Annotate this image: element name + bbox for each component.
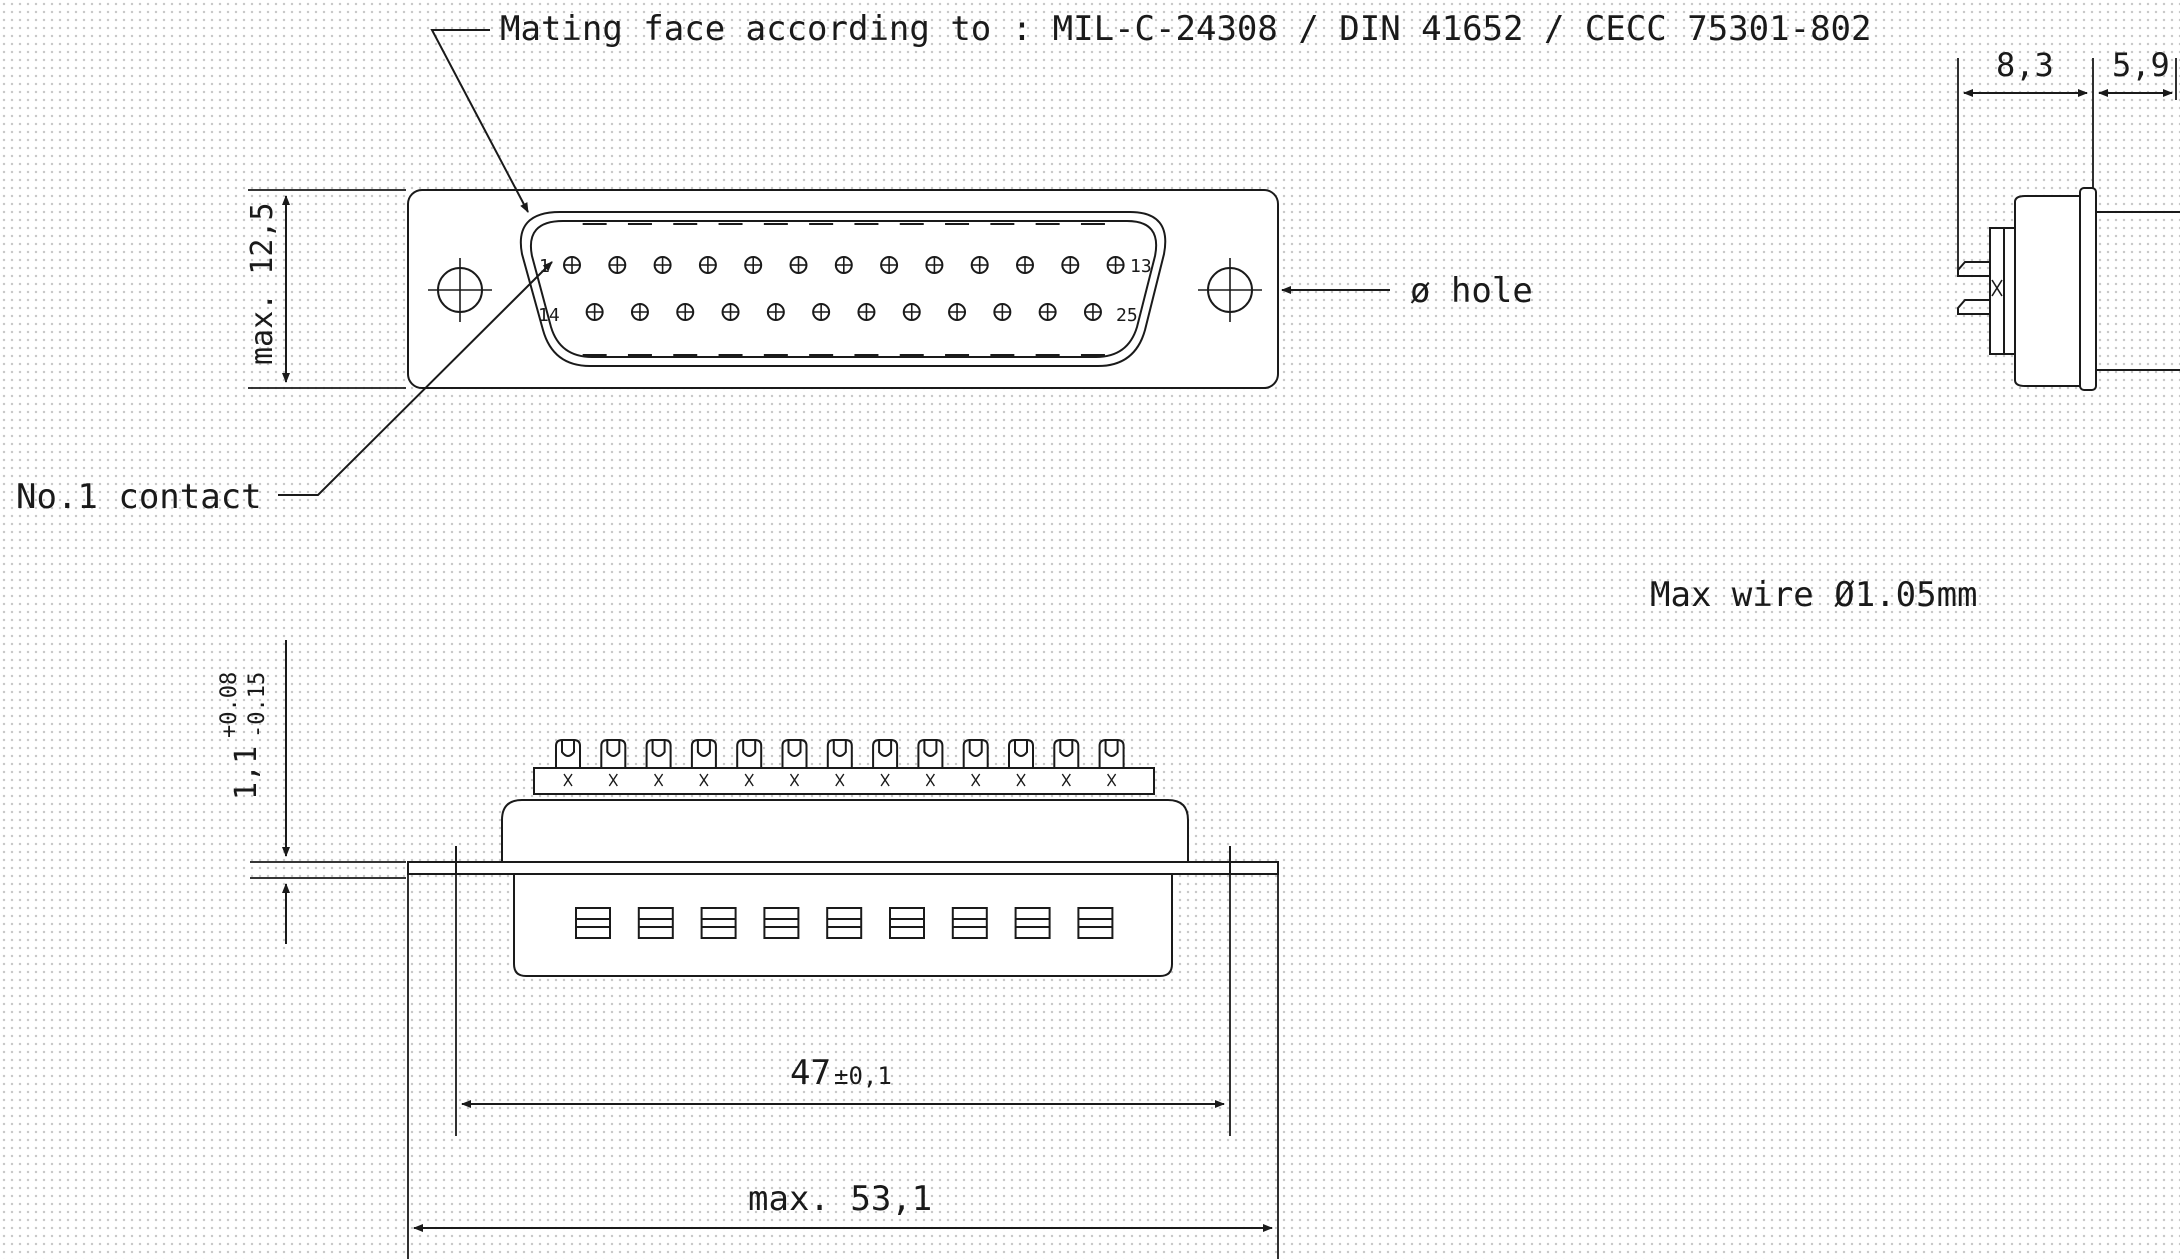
contact-slot [951, 907, 988, 939]
contact-slot [889, 907, 925, 939]
side-view: 8,3 5,9 [1957, 46, 2180, 391]
contact-24 [1038, 303, 1057, 321]
contact-slot [1077, 907, 1114, 939]
pin-25-label: 25 [1116, 305, 1138, 326]
side-flange [2079, 187, 2097, 391]
contact-5 [744, 256, 763, 274]
right-mounting-hole [1198, 258, 1262, 322]
contact-11 [1016, 256, 1034, 274]
contact-slot [575, 907, 611, 939]
front-flange [407, 189, 1279, 389]
contact-18 [766, 303, 785, 321]
max-width-label: max. 53,1 [748, 1179, 932, 1219]
height-dimension: max. 12,5 [245, 189, 406, 389]
d-shell-outer [519, 211, 1167, 367]
solder-cups [555, 739, 1125, 787]
solder-cup [781, 739, 808, 787]
contact-9 [925, 256, 944, 274]
contact-25 [1083, 303, 1102, 321]
contact-7 [834, 256, 853, 274]
bottom-view [407, 739, 1279, 1259]
contact-slot [1014, 907, 1051, 939]
thickness-tol-plus: +0.08 [217, 672, 242, 738]
solder-cup [962, 739, 989, 787]
side-body [2014, 195, 2091, 387]
side-dim-a-label: 8,3 [1996, 46, 2054, 84]
pitch-value-label: 47 [790, 1053, 831, 1093]
no1-contact-label: No.1 contact [16, 477, 262, 517]
width-dimension: max. 53,1 [413, 1179, 1273, 1232]
solder-cup [1053, 739, 1080, 787]
solder-cup [1008, 739, 1034, 787]
solder-cup [917, 739, 944, 787]
contact-6 [789, 256, 808, 274]
contact-1 [563, 256, 581, 274]
contact-23 [993, 303, 1012, 321]
contact-2 [608, 256, 627, 274]
pitch-tol-label: ±0,1 [834, 1062, 892, 1090]
contact-17 [721, 303, 740, 321]
hole-callout: ø hole [1281, 271, 1533, 311]
contact-slot [826, 907, 863, 939]
thickness-dimension: 1,1 +0.08 -0.15 [217, 640, 406, 944]
left-mounting-hole [428, 258, 492, 322]
contact-10 [970, 256, 989, 274]
contact-slot [700, 907, 737, 939]
contact-15 [630, 303, 649, 321]
top-row-contacts [563, 256, 1125, 274]
contact-21 [902, 303, 921, 321]
contact-13 [1106, 256, 1125, 274]
solder-cup [1098, 739, 1125, 787]
pin-14-label: 14 [538, 305, 560, 326]
contact-20 [857, 303, 876, 321]
hole-label: ø hole [1410, 271, 1533, 311]
front-view: 1 13 14 25 [407, 189, 1279, 389]
contact-slot [763, 907, 800, 939]
thickness-value-label: 1,1 [229, 746, 264, 800]
solder-cup [645, 739, 672, 787]
solder-cup [690, 739, 717, 787]
upper-body [501, 799, 1189, 863]
d-shell-inner [530, 220, 1158, 358]
contact-4 [698, 256, 717, 274]
contact-slots [575, 907, 1114, 939]
mating-face-label: Mating face according to : MIL-C-24308 /… [500, 9, 1871, 49]
contact-12 [1061, 256, 1080, 274]
solder-cup [555, 739, 581, 787]
solder-cup [872, 739, 899, 787]
solder-cup [600, 739, 627, 787]
pin-13-label: 13 [1130, 256, 1152, 277]
max-height-label: max. 12,5 [245, 202, 280, 365]
solder-cup [826, 739, 853, 787]
contact-19 [812, 303, 831, 321]
solder-cup-base [533, 767, 1155, 795]
pitch-dimension: 47 ±0,1 [461, 1053, 1225, 1108]
max-wire-note: Max wire Ø1.05mm [1650, 575, 1978, 615]
side-dim-b-label: 5,9 [2112, 46, 2170, 84]
thickness-tol-minus: -0.15 [245, 672, 270, 738]
contact-3 [653, 256, 672, 274]
contact-slot [637, 907, 674, 939]
contact-14 [585, 303, 604, 321]
solder-cup [736, 739, 763, 787]
no1-contact-callout: No.1 contact [16, 261, 553, 517]
contact-8 [880, 256, 899, 274]
mating-face-callout: Mating face according to : MIL-C-24308 /… [430, 9, 1871, 213]
bottom-row-contacts [585, 303, 1102, 321]
bottom-flange [407, 861, 1279, 875]
contact-16 [676, 303, 695, 321]
contact-22 [948, 303, 967, 321]
